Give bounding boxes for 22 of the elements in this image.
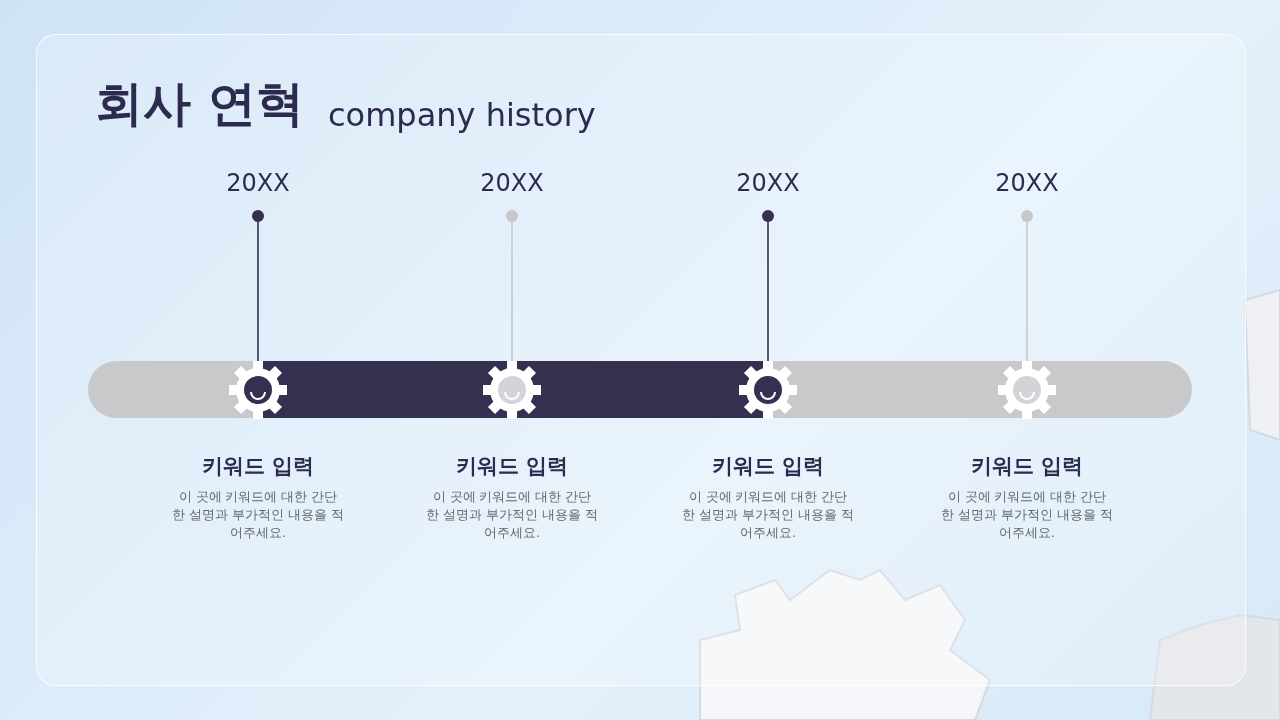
year-label: 20XX (442, 168, 582, 216)
description-text: 이 곳에 키워드에 대한 간단 한 설명과 부가적인 내용을 적어주세요. (426, 488, 598, 542)
keyword-heading: 키워드 입력 (969, 453, 1085, 480)
title: 회사 연혁 (95, 74, 304, 133)
description-text: 이 곳에 키워드에 대한 간단 한 설명과 부가적인 내용을 적어주세요. (682, 488, 854, 542)
keyword-heading: 키워드 입력 (200, 453, 316, 480)
year-label: 20XX (698, 168, 838, 216)
gear-icon (483, 361, 541, 419)
gear-icon (998, 361, 1056, 419)
keyword-heading: 키워드 입력 (454, 453, 570, 480)
description-text: 이 곳에 키워드에 대한 간단 한 설명과 부가적인 내용을 적어주세요. (172, 488, 344, 542)
connector-line (252, 210, 264, 363)
year-label: 20XX (957, 168, 1097, 216)
keyword-heading: 키워드 입력 (710, 453, 826, 480)
description-text: 이 곳에 키워드에 대한 간단 한 설명과 부가적인 내용을 적어주세요. (941, 488, 1113, 542)
connector-line (1021, 210, 1033, 363)
gear-icon (739, 361, 797, 419)
subtitle: company history (328, 96, 596, 134)
connector-line (762, 210, 774, 363)
year-label: 20XX (188, 168, 328, 216)
gear-icon (229, 361, 287, 419)
connector-line (506, 210, 518, 363)
